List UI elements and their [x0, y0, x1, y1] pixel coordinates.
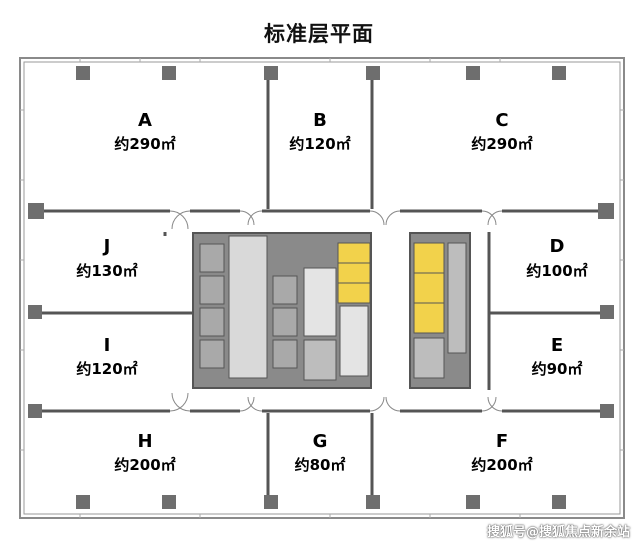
- shaft: [447, 242, 467, 354]
- unit-c-label: C: [495, 110, 509, 131]
- column: [366, 495, 380, 509]
- elevator-highlight: [337, 242, 371, 304]
- unit-a-area: 约290㎡: [114, 135, 176, 153]
- unit-g-label: G: [312, 431, 328, 452]
- column: [162, 66, 176, 80]
- column: [264, 66, 278, 80]
- column: [76, 495, 90, 509]
- unit-b-label: B: [313, 110, 327, 131]
- unit-c-area: 约290㎡: [471, 135, 533, 153]
- inner-wall: [23, 61, 621, 515]
- column: [466, 66, 480, 80]
- unit-f-area: 约200㎡: [471, 456, 533, 474]
- column: [28, 305, 42, 319]
- column: [552, 495, 566, 509]
- unit-i-label: I: [103, 335, 111, 356]
- column: [264, 495, 278, 509]
- column: [552, 66, 566, 80]
- outer-wall: [19, 57, 625, 519]
- shaft: [413, 337, 445, 379]
- core-right: [409, 232, 471, 389]
- column: [28, 404, 42, 418]
- window-mullions: [20, 58, 624, 518]
- restroom: [228, 235, 268, 379]
- elevator-highlight: [413, 242, 445, 334]
- elevator-shaft: [272, 275, 298, 305]
- door-swings: [169, 210, 503, 412]
- elevator-shaft: [199, 275, 225, 305]
- column: [162, 495, 176, 509]
- stair: [339, 305, 369, 377]
- unit-h-area: 约200㎡: [114, 456, 176, 474]
- elevator-shaft: [199, 339, 225, 369]
- unit-i-area: 约120㎡: [76, 360, 138, 378]
- unit-g-area: 约80㎡: [294, 456, 346, 474]
- elevator-shaft: [199, 243, 225, 273]
- stair: [303, 267, 337, 337]
- elevator-shaft: [272, 307, 298, 337]
- unit-a-label: A: [138, 110, 152, 131]
- column: [28, 203, 44, 219]
- column: [600, 404, 614, 418]
- unit-d-area: 约100㎡: [526, 262, 588, 280]
- structural-columns: [28, 66, 614, 509]
- unit-j-label: J: [103, 236, 111, 257]
- column: [598, 203, 614, 219]
- column: [76, 66, 90, 80]
- watermark: 搜狐号@搜狐焦点新余站: [486, 525, 630, 540]
- unit-d-label: D: [549, 236, 565, 257]
- column: [600, 305, 614, 319]
- shaft: [303, 339, 337, 381]
- column: [466, 495, 480, 509]
- unit-e-area: 约90㎡: [531, 360, 583, 378]
- unit-j-area: 约130㎡: [76, 262, 138, 280]
- unit-b-area: 约120㎡: [289, 135, 351, 153]
- elevator-shaft: [272, 339, 298, 369]
- plan-title: 标准层平面: [264, 22, 374, 46]
- unit-f-label: F: [495, 431, 509, 452]
- elevator-shaft: [199, 307, 225, 337]
- core-left: [192, 232, 372, 389]
- unit-h-label: H: [137, 431, 153, 452]
- unit-e-label: E: [550, 335, 564, 356]
- column: [366, 66, 380, 80]
- partition-walls: [42, 80, 600, 495]
